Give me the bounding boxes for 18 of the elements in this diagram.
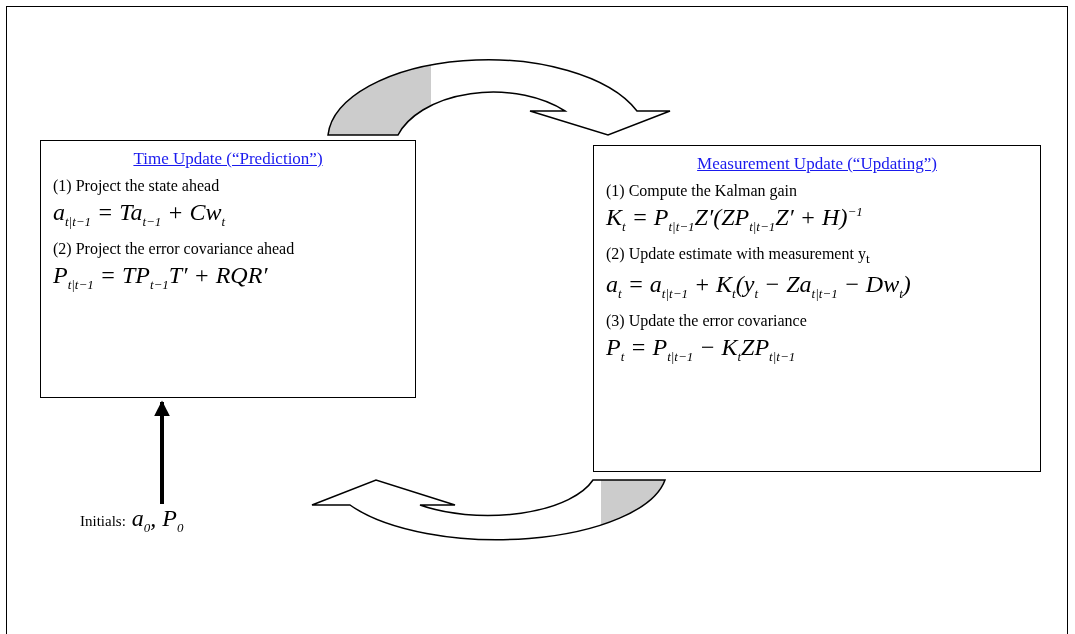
step-text: (2) Project the error covariance ahead: [53, 239, 295, 258]
step-text: (3) Update the error covariance: [606, 311, 807, 330]
process-box: [40, 140, 416, 398]
step-text: (1) Project the state ahead: [53, 177, 220, 195]
formula: P$_{t|t−1}$ = TP$_{t−1}$T′ + RQR′: [53, 261, 268, 293]
formula: a$_{0}$, P$_{0}$: [131, 505, 184, 536]
curved-block-arrow: [327, 59, 671, 136]
step-text: (2) Update estimate with measurement y$_{t}$: [606, 244, 870, 267]
formula: K$_{t}$ = P$_{t|t−1}$Z′(ZP$_{t|t−1}$Z′ + H)$^{−1}$: [606, 204, 863, 235]
process-box: [593, 145, 1041, 472]
initials-label: Initials:: [80, 513, 126, 530]
arrow: [154, 400, 170, 504]
heading: Time Update (“Prediction”): [133, 149, 323, 169]
formula: a$_{t|t−1}$ = Ta$_{t−1}$ + Cw$_{t}$: [53, 199, 226, 230]
formula: a$_{t}$ = a$_{t|t−1}$ + K$_{t}$(y$_{t}$ − Za$_{t|t−1}$ − Dw$_{t}$): [606, 271, 911, 302]
heading: Measurement Update (“Updating”): [697, 154, 937, 174]
step-text: (1) Compute the Kalman gain: [606, 182, 798, 200]
formula: P$_{t}$ = P$_{t|t−1}$ − K$_{t}$ZP$_{t|t−1}$: [606, 333, 796, 365]
